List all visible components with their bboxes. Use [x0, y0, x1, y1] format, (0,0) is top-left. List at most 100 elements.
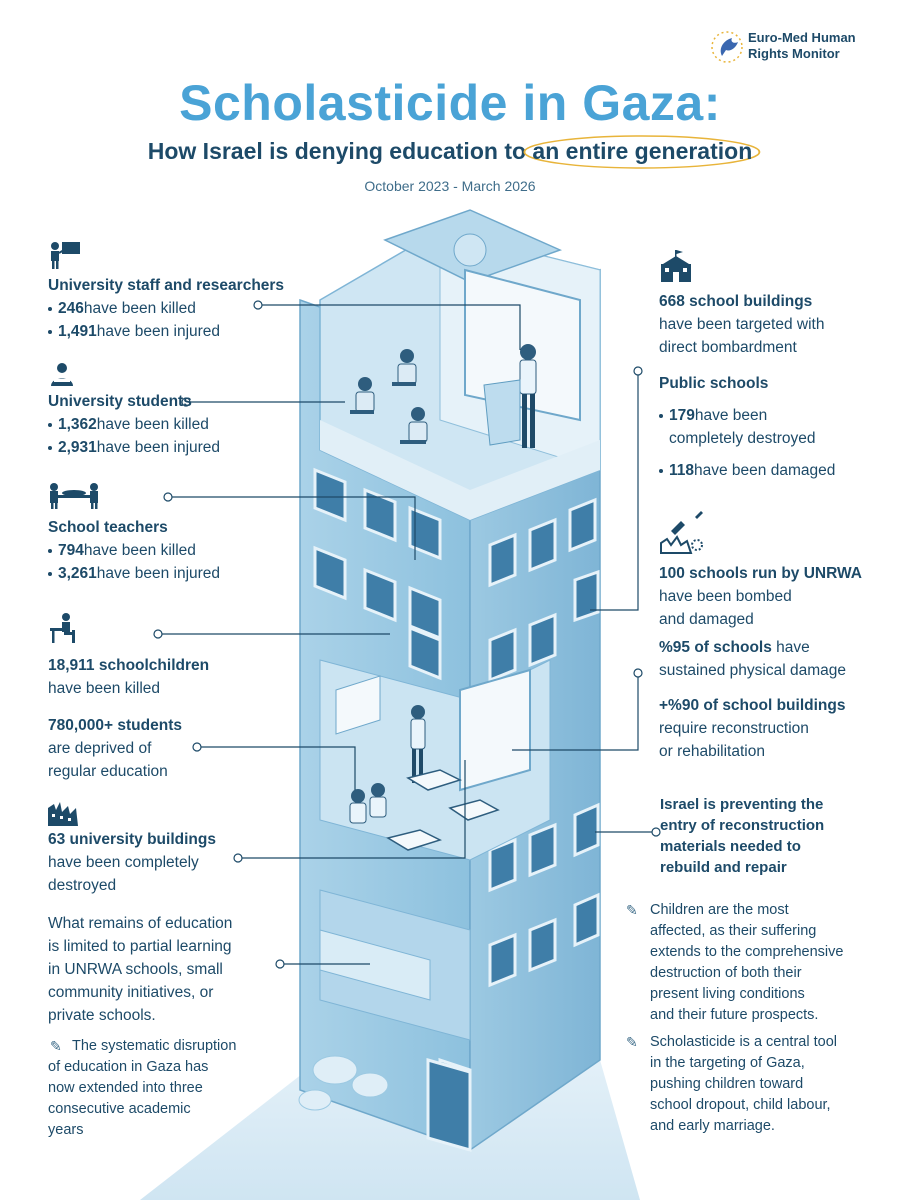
entrance-door — [426, 1058, 472, 1152]
students-injured-number: 2,931 — [58, 439, 97, 456]
pct90-bold: +%90 of school buildings — [659, 697, 846, 714]
school-buildings-line-2: have been targeted with — [659, 316, 825, 333]
staff-injured-text: have been injured — [96, 323, 221, 340]
students-heading: University students — [48, 393, 192, 410]
disruption-note: The systematic disruption of education i… — [48, 1036, 236, 1141]
subtitle-part-1: How Israel is denying education to — [147, 138, 533, 164]
pen-note-icon: ✎ — [50, 1038, 62, 1054]
missile-icon — [660, 511, 703, 554]
schoolchildren-bold: 18,911 schoolchildren — [48, 657, 210, 674]
children-line-2: affected, as their suffering — [650, 923, 817, 939]
pct90-line-3: or rehabilitation — [659, 743, 765, 760]
pct90-line-2: require reconstruction — [659, 720, 809, 737]
unrwa-line-2: have been bombed — [659, 588, 792, 605]
students-figures — [350, 349, 428, 444]
schoolchildren-rest: have been killed — [48, 680, 161, 697]
school-building-icon — [661, 250, 691, 282]
pct95-line-2: sustained physical damage — [659, 662, 846, 679]
schoolchildren-stat-block: 18,911 schoolchildren have been killed — [48, 654, 209, 700]
pct90-stat-block: +%90 of school buildings require reconst… — [659, 694, 845, 763]
euro-med-logo[interactable]: Euro-Med Human Rights Monitor — [700, 22, 890, 72]
remains-line-3: in UNRWA schools, small — [48, 961, 223, 978]
public-damaged-number: 118 — [669, 462, 695, 479]
teachers-killed-text: have been killed — [83, 542, 196, 559]
school-buildings-stat-block: 668 school buildings have been targeted … — [659, 290, 824, 359]
remains-line-2: is limited to partial learning — [48, 938, 232, 955]
remains-line-5: private schools. — [48, 1007, 156, 1024]
windows-right — [488, 497, 600, 988]
ruined-buildings-icon — [48, 802, 78, 826]
public-destroyed-text-2: completely destroyed — [669, 430, 816, 447]
children-line-1: Children are the most — [650, 902, 789, 918]
teachers-killed-number: 794 — [58, 542, 84, 559]
remains-line-1: What remains of education — [48, 915, 233, 932]
public-damaged-text: have been damaged — [694, 462, 836, 479]
right-wall — [469, 268, 601, 1152]
public-destroyed-text: have been — [694, 407, 768, 424]
students-injured-text: have been injured — [96, 439, 221, 456]
lower-floor — [319, 889, 471, 1041]
connector-lines — [153, 300, 661, 969]
children-line-5: present living conditions — [650, 986, 805, 1002]
preventing-line-3: materials needed to — [660, 838, 801, 855]
pen-note-icon: ✎ — [626, 1034, 638, 1050]
teachers-injured-text: have been injured — [96, 565, 221, 582]
teachers-stat-block: School teachers 794 have been killed 3,2… — [48, 516, 220, 585]
school-buildings-line-3: direct bombardment — [659, 339, 797, 356]
student-reading-icon — [51, 363, 73, 386]
deprived-line-2: are deprived of — [48, 740, 152, 757]
middle-classroom — [319, 659, 551, 861]
staff-heading: University staff and researchers — [48, 277, 285, 294]
school-buildings-bold: 668 school buildings — [659, 293, 813, 310]
unrwa-bold: 100 schools run by UNRWA — [659, 565, 862, 582]
univ-buildings-line-3: destroyed — [48, 877, 117, 894]
central-line-2: in the targeting of Gaza, — [650, 1055, 805, 1071]
left-wall — [299, 298, 471, 1152]
teachers-heading: School teachers — [48, 519, 168, 536]
stretcher-icon — [50, 483, 98, 509]
remains-text-block: What remains of education is limited to … — [48, 912, 232, 1027]
lecturer-board-icon — [51, 242, 80, 269]
students-killed-number: 1,362 — [58, 416, 97, 433]
staff-stat-block: University staff and researchers 246 hav… — [48, 274, 284, 343]
highlight-underline-icon — [523, 135, 761, 169]
subtitle-highlight: an entire generation — [523, 135, 761, 169]
children-line-3: extends to the comprehensive — [650, 944, 844, 960]
staff-killed-number: 246 — [58, 300, 84, 317]
univ-buildings-bold: 63 university buildings — [48, 831, 216, 848]
logo-line-1: Euro-Med Human — [748, 30, 856, 45]
desks — [386, 769, 500, 851]
logo-line-2: Rights Monitor — [748, 46, 840, 61]
students-stat-block: University students 1,362 have been kill… — [48, 390, 220, 459]
preventing-text-block: Israel is preventing the entry of recons… — [660, 794, 824, 878]
preventing-line-2: entry of reconstruction — [660, 817, 825, 834]
preventing-line-4: rebuild and repair — [660, 859, 787, 876]
pct95-bold: %95 of schools — [659, 639, 772, 656]
univ-buildings-stat-block: 63 university buildings have been comple… — [48, 828, 216, 897]
deprived-stat-block: 780,000+ students are deprived of regula… — [48, 714, 182, 783]
page-subtitle: How Israel is denying education to an en… — [0, 135, 900, 169]
deprived-bold: 780,000+ students — [48, 717, 182, 734]
unrwa-stat-block: 100 schools run by UNRWA have been bombe… — [659, 562, 862, 631]
central-line-5: and early marriage. — [650, 1118, 775, 1134]
deprived-line-3: regular education — [48, 763, 168, 780]
date-range: October 2023 - March 2026 — [364, 178, 536, 194]
univ-buildings-line-2: have been completely — [48, 854, 199, 871]
student-desk-icon — [50, 613, 75, 643]
disruption-line-1: The systematic disruption — [72, 1038, 237, 1054]
preventing-line-1: Israel is preventing the — [660, 796, 824, 813]
public-schools-heading: Public schools — [659, 375, 769, 392]
disruption-line-5: years — [48, 1122, 84, 1138]
public-schools-stat-block: Public schools 179 have been completely … — [659, 372, 835, 482]
pct95-stat-block: %95 of schools have sustained physical d… — [659, 636, 846, 682]
remains-line-4: community initiatives, or — [48, 984, 214, 1001]
central-line-1: Scholasticide is a central tool — [650, 1034, 837, 1050]
pen-note-icon: ✎ — [626, 902, 638, 918]
staff-injured-number: 1,491 — [58, 323, 97, 340]
unrwa-line-3: and damaged — [659, 611, 754, 628]
windows-left — [313, 467, 472, 1143]
pct95-rest: have — [771, 639, 810, 656]
disruption-line-2: of education in Gaza has — [48, 1059, 209, 1075]
students-killed-text: have been killed — [96, 416, 209, 433]
children-line-6: and their future prospects. — [650, 1007, 819, 1023]
